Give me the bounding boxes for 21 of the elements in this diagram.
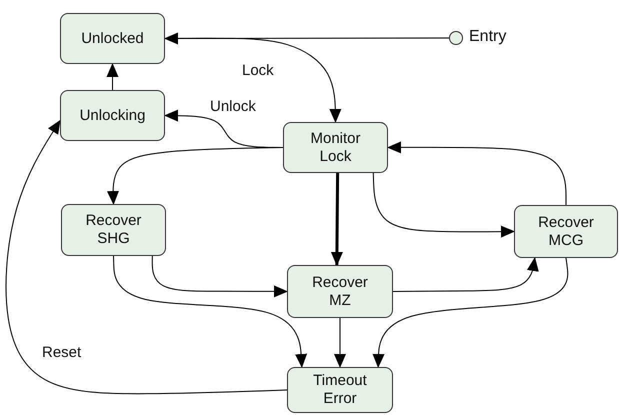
state-name: Recover SHG (84, 212, 142, 248)
state-name: Recover MZ (311, 274, 369, 310)
state-name: Timeout Error (312, 372, 368, 408)
state-name: Unlocked (81, 30, 144, 48)
arrow (372, 257, 568, 368)
arrow (330, 172, 343, 266)
arrow (372, 172, 515, 238)
arrow (107, 147, 284, 205)
arrow (387, 141, 566, 206)
entry-circle (449, 31, 463, 45)
state-name: Unlocking (80, 106, 146, 124)
arrow (106, 63, 118, 90)
arrow (334, 318, 346, 368)
state-name: Recover MCG (537, 214, 595, 250)
arrow (6, 120, 288, 394)
arrow (152, 256, 288, 298)
state-name: Monitor Lock (309, 130, 362, 166)
entry-label: Entry (469, 28, 506, 46)
arrow (113, 256, 308, 368)
arrow (392, 257, 539, 292)
arrow (164, 32, 450, 44)
